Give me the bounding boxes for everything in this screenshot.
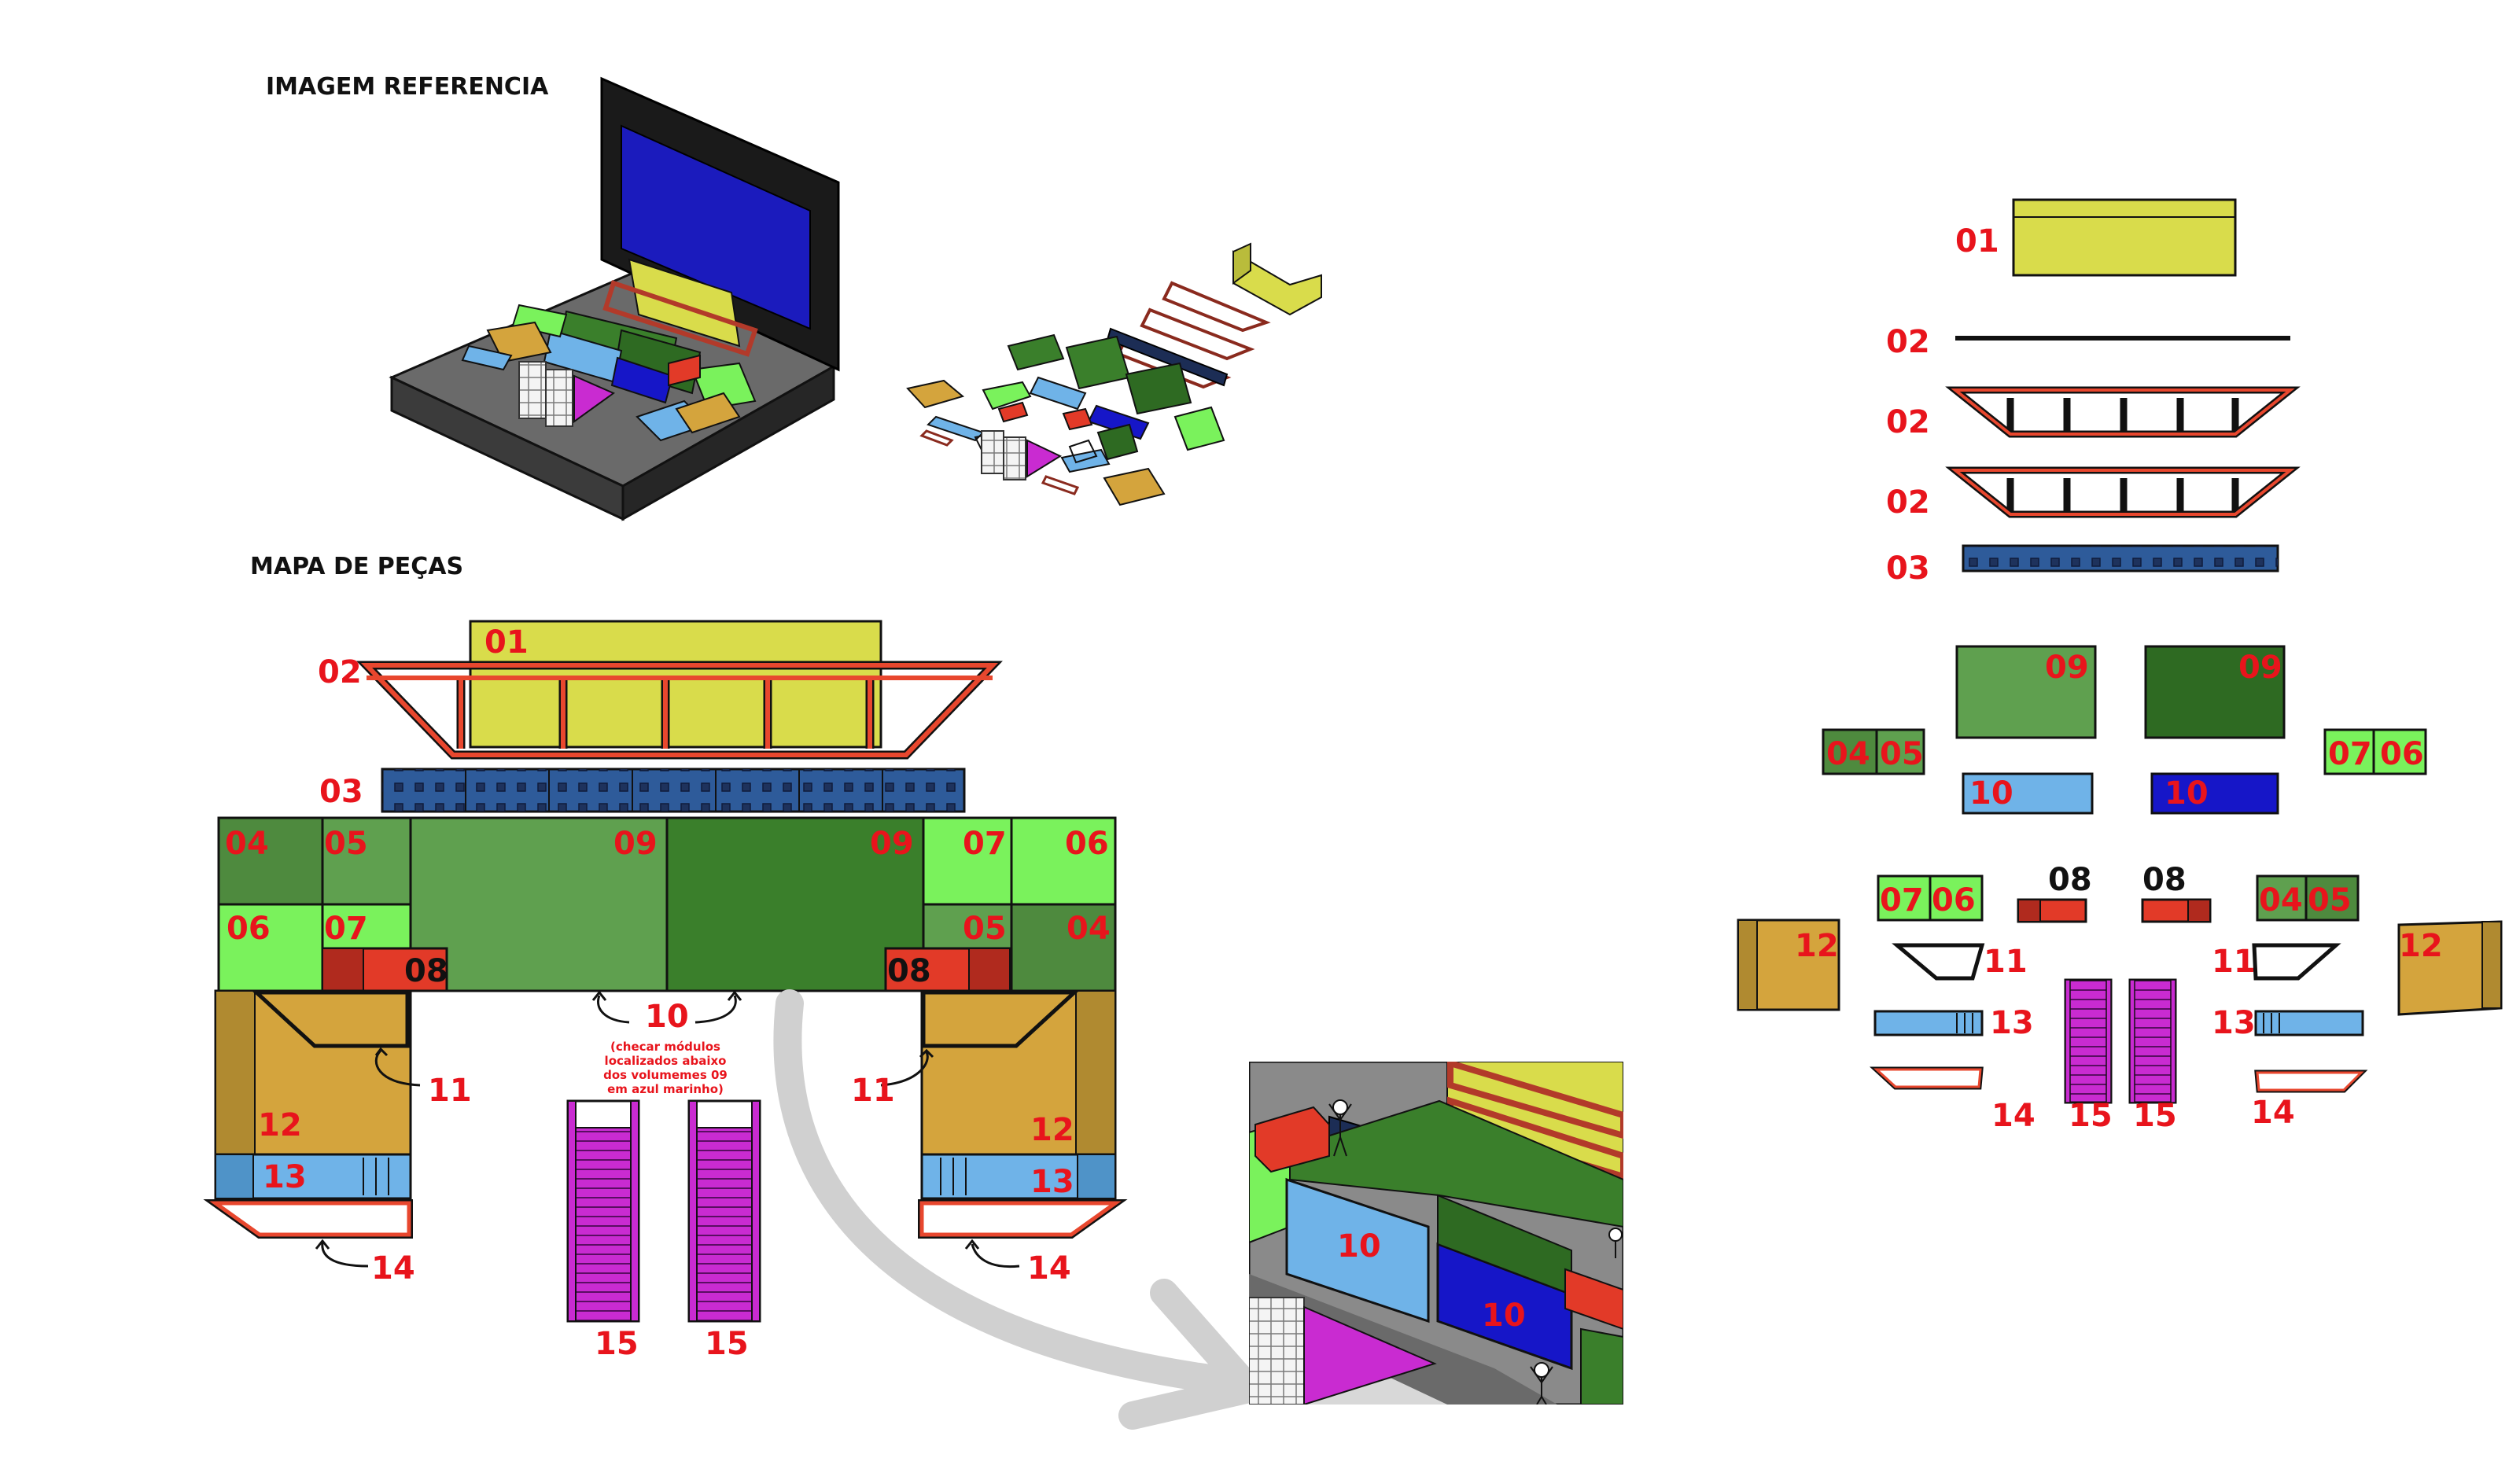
reference-title: IMAGEM REFERENCIA xyxy=(266,73,549,101)
piece-09-left xyxy=(409,816,669,992)
list-label-05: 05 xyxy=(2308,882,2352,919)
label-10: 10 xyxy=(645,999,689,1035)
label-04: 04 xyxy=(1067,911,1111,947)
label-05: 05 xyxy=(963,911,1007,947)
label-13: 13 xyxy=(263,1159,307,1195)
label-01: 01 xyxy=(484,624,529,661)
list-label-03: 03 xyxy=(1886,550,1930,587)
exploded-view-image xyxy=(906,242,1322,506)
pieces-list-labels: 01 02 02 02 03 09 09 04 05 07 06 10 10 0… xyxy=(1795,223,2443,1134)
list-label-02: 02 xyxy=(1886,404,1930,440)
pieces-list xyxy=(1737,198,2503,1104)
note-line-1: (checar módulos xyxy=(610,1040,720,1054)
piece-15-stairs-right xyxy=(687,1099,761,1323)
list-label-14: 14 xyxy=(1991,1098,2036,1134)
label-06: 06 xyxy=(227,911,271,947)
list-label-14: 14 xyxy=(2251,1095,2295,1131)
zoom-label-10-navy: 10 xyxy=(1482,1298,1526,1334)
main-pieces-map xyxy=(203,620,1263,1430)
label-05: 05 xyxy=(324,826,368,862)
list-label-05: 05 xyxy=(1880,736,1924,772)
list-label-06: 06 xyxy=(1932,882,1976,919)
piece-09-right xyxy=(665,816,925,992)
list-label-02: 02 xyxy=(1886,484,1930,521)
label-11: 11 xyxy=(428,1073,472,1109)
list-label-11: 11 xyxy=(1984,944,2028,980)
list-label-10: 10 xyxy=(2164,775,2209,812)
label-07: 07 xyxy=(963,826,1007,862)
label-14: 14 xyxy=(371,1250,415,1287)
list-label-15: 15 xyxy=(2133,1098,2177,1134)
label-03: 03 xyxy=(319,774,363,810)
label-09: 09 xyxy=(613,826,658,862)
list-label-01: 01 xyxy=(1955,223,1999,260)
label-07: 07 xyxy=(324,911,368,947)
label-11: 11 xyxy=(851,1073,895,1109)
list-label-08: 08 xyxy=(2048,862,2092,898)
list-label-11: 11 xyxy=(2212,944,2256,980)
list-label-15: 15 xyxy=(2069,1098,2113,1134)
list-label-13: 13 xyxy=(1990,1005,2034,1041)
label-02: 02 xyxy=(318,654,362,690)
note-line-2: localizados abaixo xyxy=(605,1054,727,1068)
list-label-09: 09 xyxy=(2045,650,2089,686)
list-label-09: 09 xyxy=(2238,650,2282,686)
label-12: 12 xyxy=(258,1107,302,1143)
note-line-4: em azul marinho) xyxy=(607,1082,724,1096)
piece-15-stairs-left xyxy=(566,1099,640,1323)
piece-01 xyxy=(469,620,882,749)
list-label-10: 10 xyxy=(1969,775,2013,812)
list-label-12: 12 xyxy=(2399,928,2443,964)
label-09: 09 xyxy=(870,826,914,862)
map-title: MAPA DE PEÇAS xyxy=(250,553,463,580)
list-label-07: 07 xyxy=(1880,882,1924,919)
list-label-04: 04 xyxy=(1826,736,1870,772)
label-12: 12 xyxy=(1030,1112,1074,1148)
label-13: 13 xyxy=(1030,1164,1074,1200)
label-04: 04 xyxy=(225,826,269,862)
label-08: 08 xyxy=(887,953,931,989)
list-label-08: 08 xyxy=(2142,862,2187,898)
reference-isometric-image xyxy=(389,76,840,521)
list-label-04: 04 xyxy=(2259,882,2303,919)
list-label-07: 07 xyxy=(2328,736,2372,772)
label-08: 08 xyxy=(404,953,448,989)
label-14: 14 xyxy=(1027,1250,1071,1287)
label-15: 15 xyxy=(705,1326,749,1362)
label-15: 15 xyxy=(595,1326,639,1362)
label-06: 06 xyxy=(1065,826,1109,862)
zoom-label-10-light: 10 xyxy=(1337,1228,1381,1265)
list-label-13: 13 xyxy=(2212,1005,2256,1041)
note-line-3: dos volumemes 09 xyxy=(603,1068,728,1082)
zoom-detail-image xyxy=(1249,1062,1623,1405)
list-label-02: 02 xyxy=(1886,324,1930,360)
main-map-labels: 01 02 03 04 05 09 09 07 06 06 07 05 04 0… xyxy=(225,624,1111,1362)
list-label-12: 12 xyxy=(1795,928,1839,964)
list-label-06: 06 xyxy=(2380,736,2424,772)
